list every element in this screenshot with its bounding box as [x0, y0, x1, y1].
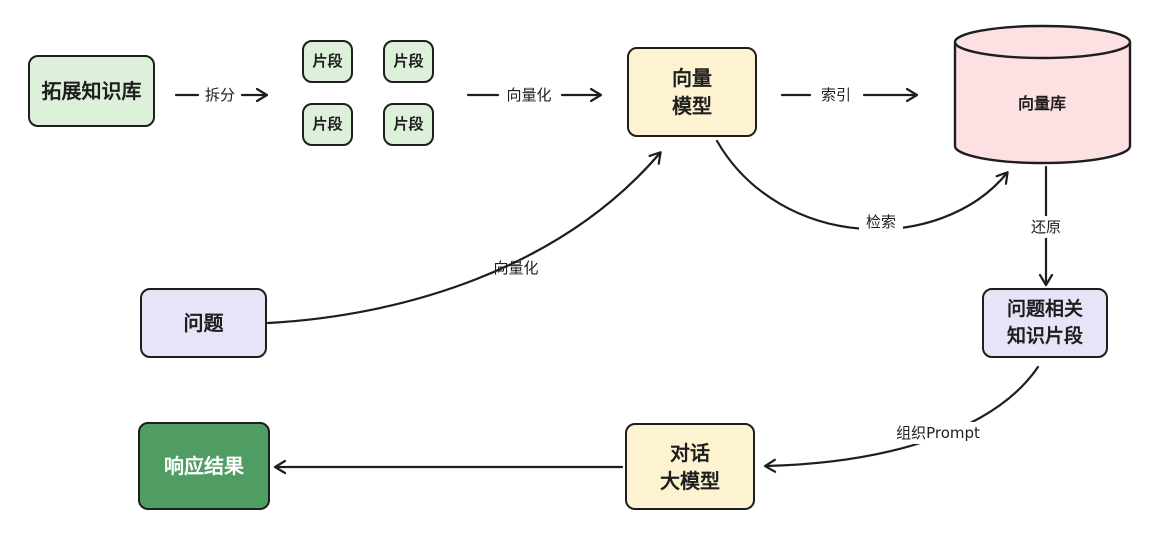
node-related-knowledge: 问题相关 知识片段 — [982, 288, 1108, 358]
question-vectorize-curve — [266, 151, 662, 325]
edge-label-restore: 还原 — [1023, 216, 1069, 238]
vector-store-label: 向量库 — [1017, 94, 1067, 113]
node-fragment-1: 片段 — [302, 40, 353, 83]
edge-label-index: 索引 — [820, 86, 852, 104]
edge-label-retrieve: 检索 — [858, 211, 904, 233]
vector-store-cylinder-top — [953, 24, 1132, 60]
edge-label-organize-prompt: 组织Prompt — [889, 422, 987, 444]
node-knowledge-base: 拓展知识库 — [28, 55, 155, 127]
edge-label-vectorize: 向量化 — [506, 86, 552, 104]
node-question: 问题 — [140, 288, 267, 358]
organize-prompt-curve — [763, 365, 1040, 473]
node-chat-model: 对话 大模型 — [625, 423, 755, 510]
node-response: 响应结果 — [138, 422, 270, 510]
node-fragment-4: 片段 — [383, 103, 434, 146]
node-fragment-3: 片段 — [302, 103, 353, 146]
node-vector-model: 向量 模型 — [627, 47, 757, 137]
edge-label-split: 拆分 — [204, 86, 236, 104]
vector-store-cylinder-body — [953, 42, 1132, 165]
edge-label-question-vectorize: 向量化 — [493, 259, 539, 277]
node-fragment-2: 片段 — [383, 40, 434, 83]
